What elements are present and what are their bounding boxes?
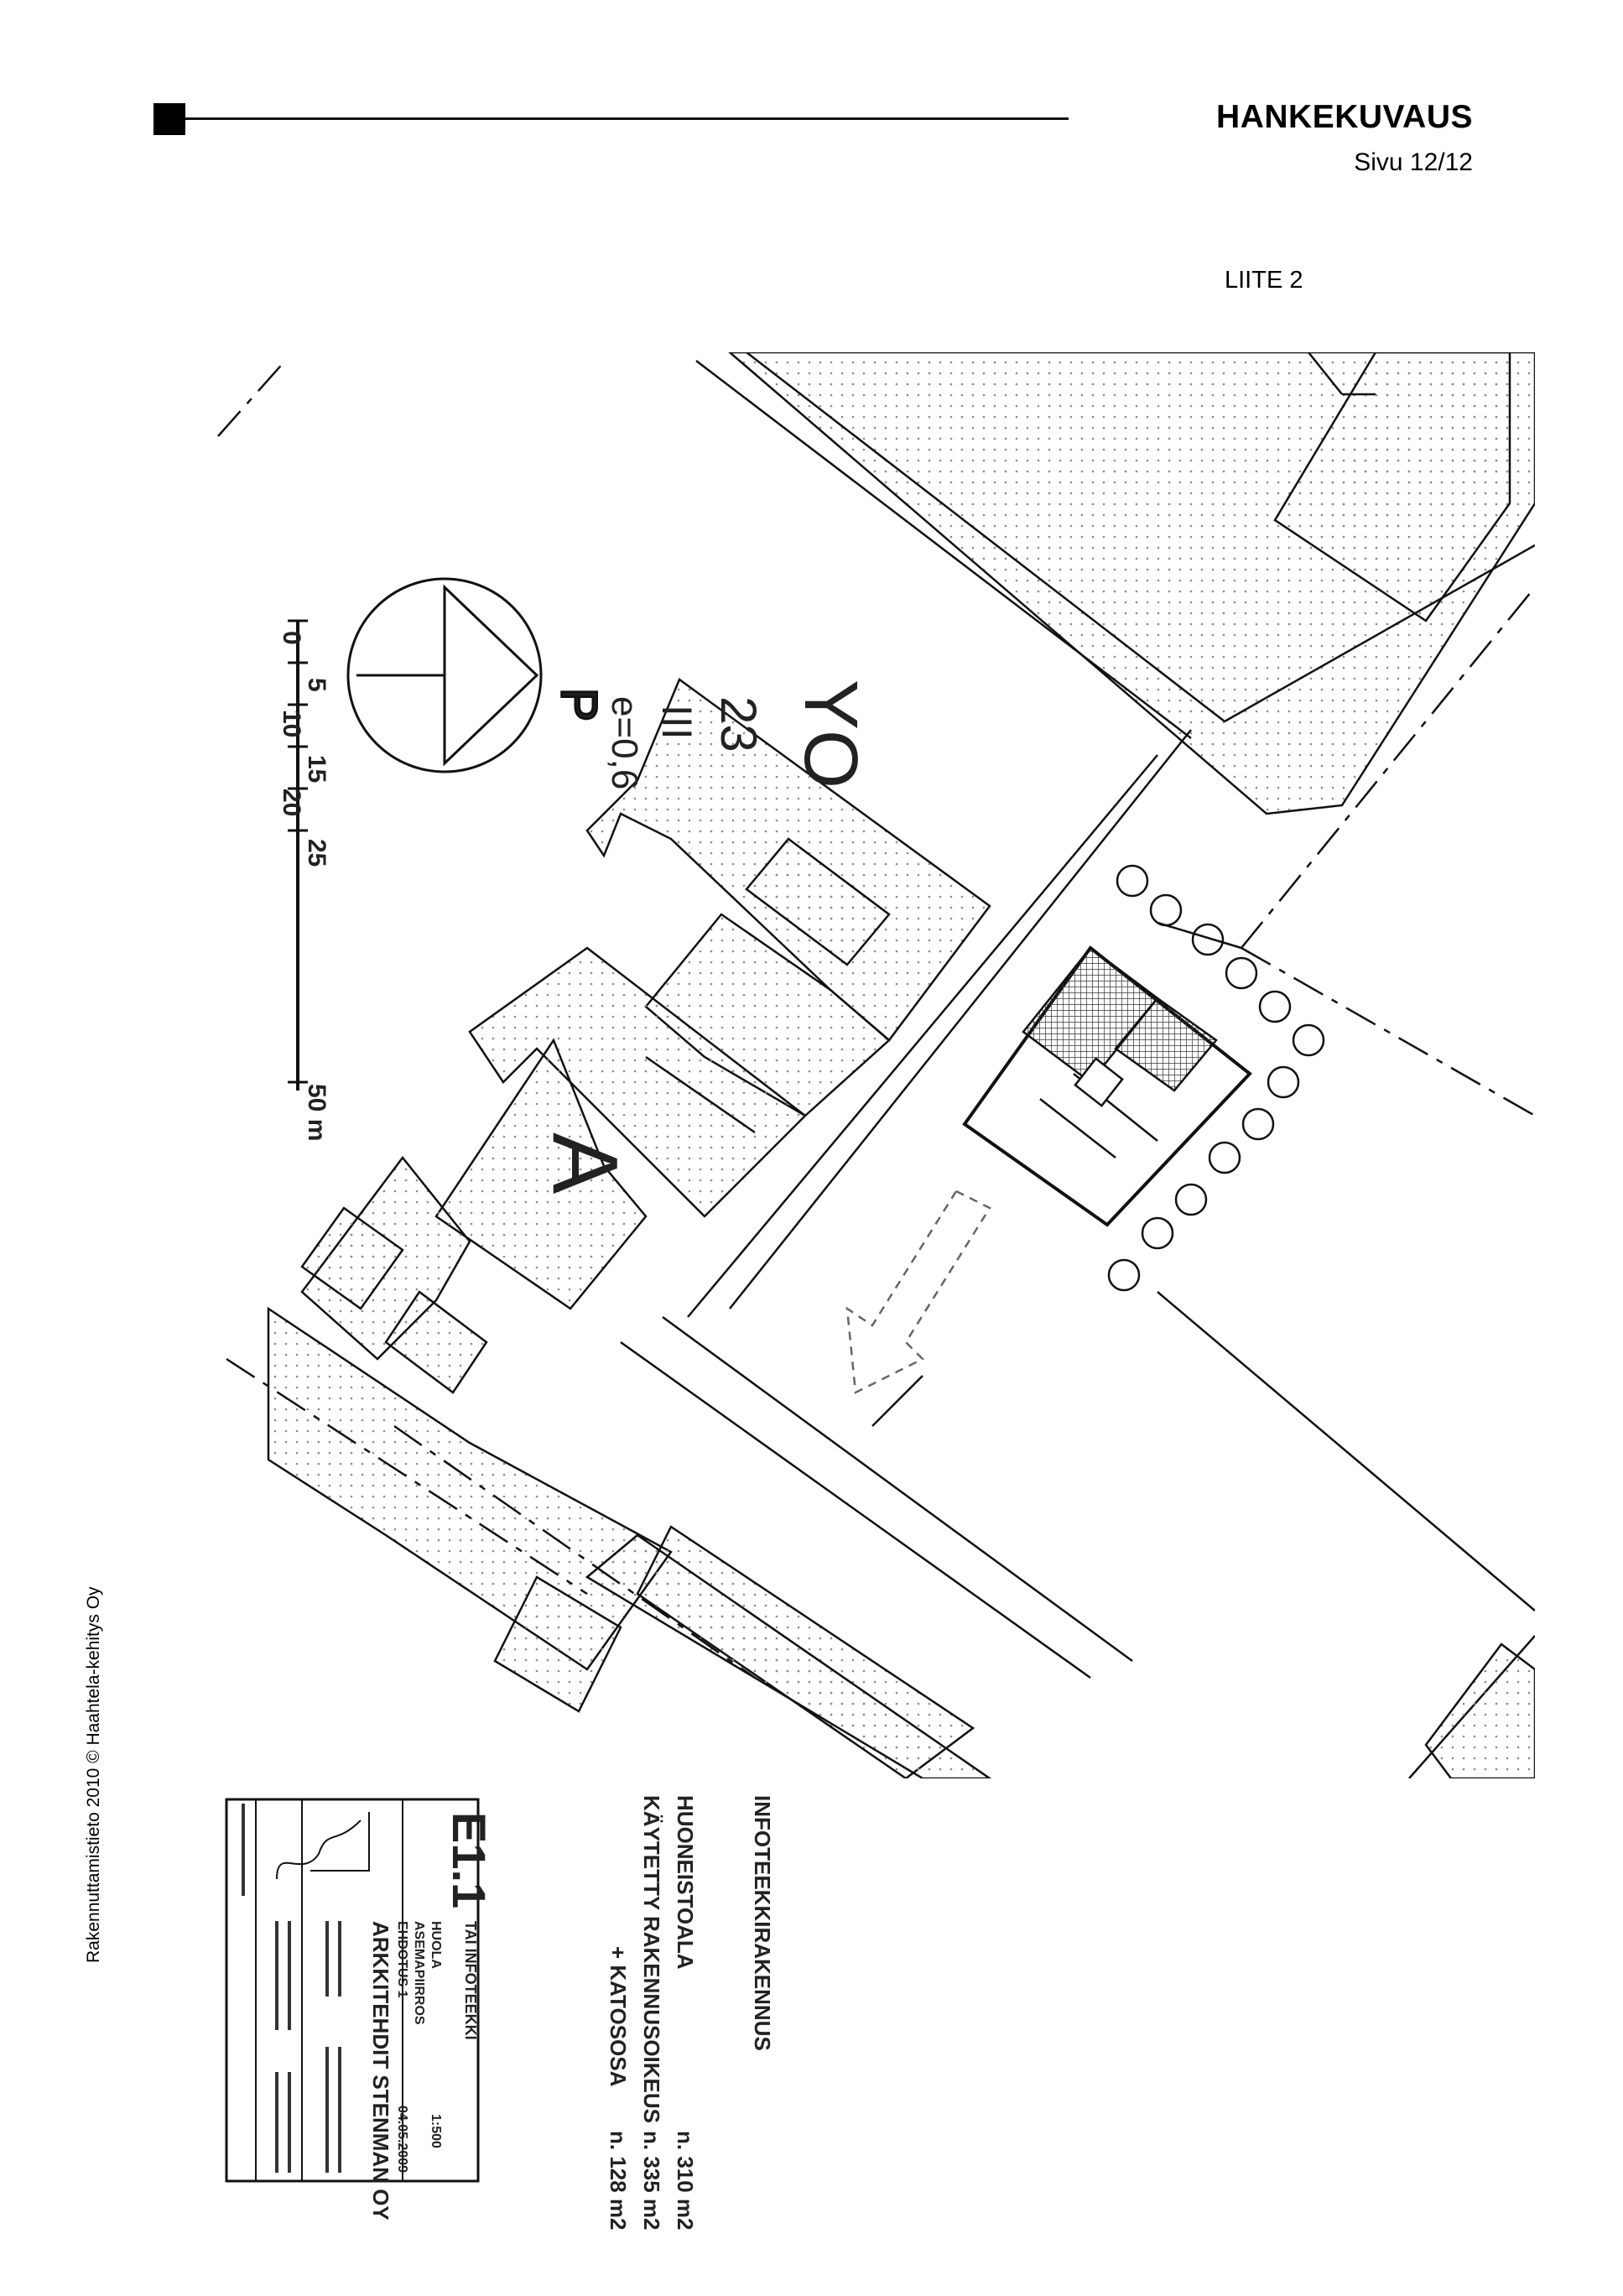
scale-bar: 0 5 10 15 20 25 50 m xyxy=(278,619,330,1141)
scale-tick-10: 10 xyxy=(278,710,305,737)
floor-area-label: HUONEISTOALA xyxy=(673,1795,698,1970)
header-marker xyxy=(153,103,185,135)
floor-count-label: III xyxy=(653,705,700,740)
appendix-label: LIITE 2 xyxy=(1225,267,1303,294)
canopy-value: n. 128 m2 xyxy=(606,2131,631,2231)
building-info: INFOTEEKKIRAKENNUS HUONEISTOALA n. 310 m… xyxy=(606,1795,775,2231)
road-diagonal-upper xyxy=(687,352,1535,1318)
scale-tick-15: 15 xyxy=(303,755,330,783)
scale-tick-50: 50 m xyxy=(303,1084,330,1141)
header-rule xyxy=(185,117,1069,120)
north-arrow: P xyxy=(346,577,609,773)
plot-boundaries xyxy=(217,360,1535,1679)
zone-code-label: YO xyxy=(788,679,872,789)
canopy-label: + KATOSOSA xyxy=(606,1946,631,2087)
info-heading: INFOTEEKKIRAKENNUS xyxy=(750,1795,775,2051)
page-number: Sivu 12/12 xyxy=(1354,148,1473,176)
drawing-stage: EHDOTUS 1 xyxy=(395,1921,409,1998)
used-rights-label: KÄYTETTY RAKENNUSOIKEUS xyxy=(639,1795,664,2123)
scale-tick-0: 0 xyxy=(278,631,305,645)
road-diagonal-lower xyxy=(620,921,1535,1778)
used-rights-value: n. 335 m2 xyxy=(639,2131,664,2231)
scale-tick-20: 20 xyxy=(278,789,305,816)
building-complex-yo xyxy=(267,678,992,1778)
drawing-type: HUOLA xyxy=(429,1921,443,1969)
new-building-infoteekki xyxy=(962,945,1252,1227)
trees xyxy=(1107,864,1325,1292)
drawing-number: E1.1 xyxy=(443,1812,496,1908)
floor-area-value: n. 310 m2 xyxy=(673,2131,698,2231)
scale-tick-25: 25 xyxy=(303,839,330,867)
block-north-east xyxy=(728,352,1535,815)
drawing-date: 04.05.2009 xyxy=(395,2106,409,2173)
company-name: ARKKITEHDIT STENMAN OY xyxy=(368,1921,393,2221)
scale-tick-5: 5 xyxy=(303,678,330,692)
title-block: E1.1 TAI INFOTEEKKI HUOLA ASEMAPIIRROS E… xyxy=(225,1798,496,2221)
title-block-fine-print xyxy=(242,1804,341,2173)
efficiency-label: e=0,6 xyxy=(604,696,645,789)
drawing-scale: 1:500 xyxy=(429,2114,443,2148)
building-a-label: A xyxy=(533,1132,637,1195)
project-name: TAI INFOTEEKKI xyxy=(462,1921,479,2040)
drawing-phase: ASEMAPIIRROS xyxy=(412,1921,426,2025)
plot-number-label: 23 xyxy=(710,696,767,752)
entrance-arrow xyxy=(845,1190,991,1394)
document-title: HANKEKUVAUS xyxy=(1216,99,1473,135)
north-label: P xyxy=(551,688,607,721)
